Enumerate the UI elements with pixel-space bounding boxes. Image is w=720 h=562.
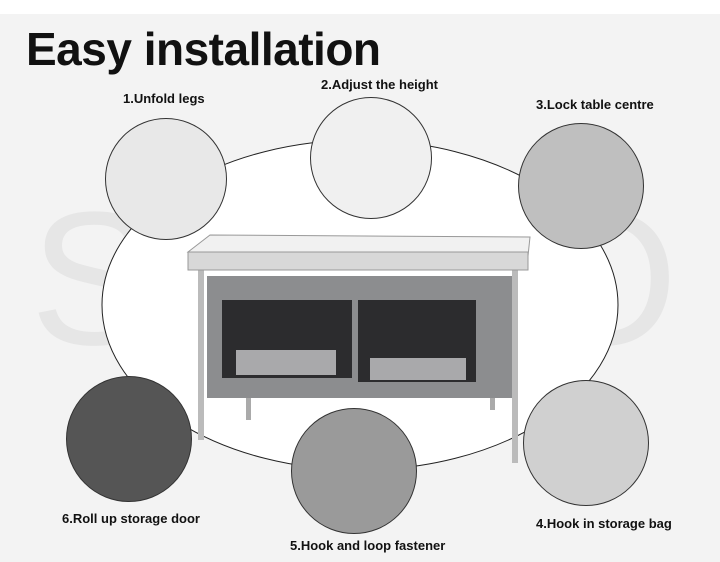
top-strip: [0, 0, 720, 14]
step-label: 5.Hook and loop fastener: [290, 538, 446, 553]
step-label: 4.Hook in storage bag: [536, 516, 672, 531]
table-image: [186, 234, 531, 463]
step-5-image: [291, 408, 417, 534]
step-6-image: [66, 376, 192, 502]
step-label: 6.Roll up storage door: [62, 511, 200, 526]
step-label: 2.Adjust the height: [321, 77, 438, 92]
step-label: 1.Unfold legs: [123, 91, 205, 106]
step-label: 3.Lock table centre: [536, 97, 654, 112]
step-4-image: [523, 380, 649, 506]
step-3-image: [518, 123, 644, 249]
step-2-image: [310, 97, 432, 219]
page-title: Easy installation: [26, 23, 381, 75]
step-1-image: [105, 118, 227, 240]
